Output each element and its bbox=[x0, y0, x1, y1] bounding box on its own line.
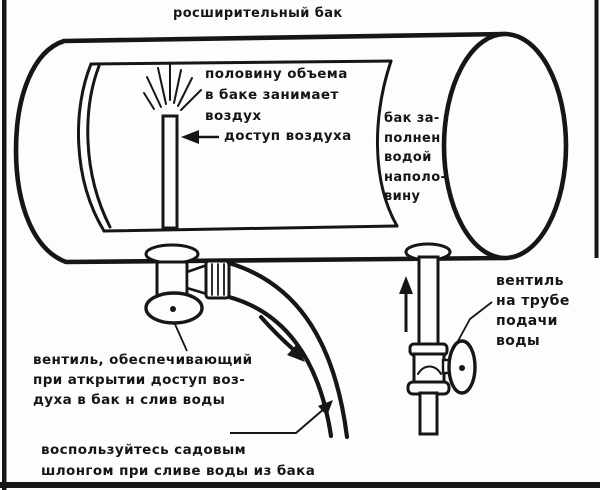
flow-direction-arrow bbox=[259, 315, 305, 362]
title-text: росширительный бак bbox=[173, 6, 343, 21]
tank-cutaway-window bbox=[76, 59, 399, 233]
supply-pipe-upper bbox=[417, 255, 440, 350]
bottom-border-line bbox=[0, 482, 600, 488]
left-border-line bbox=[2, 0, 7, 490]
label-line: половину объема bbox=[205, 66, 348, 82]
drain-valve-label: вентиль, обеспечивающий при аткрытии дос… bbox=[33, 350, 252, 410]
label-line: наполо- bbox=[384, 169, 447, 185]
air-volume-label: половину объема в баке занимает воздух bbox=[205, 64, 348, 127]
supply-valve-detail bbox=[417, 365, 442, 375]
label-line: при аткрытии доступ воз- bbox=[33, 372, 246, 388]
label-line: воздух bbox=[205, 108, 262, 124]
label-line: вентиль, обеспечивающий bbox=[33, 352, 253, 368]
drain-valve-body bbox=[155, 260, 189, 298]
air-access-label: доступ воздуха bbox=[224, 128, 352, 144]
supply-valve-label: вентиль на трубе подачи воды bbox=[496, 271, 570, 351]
label-line: воды bbox=[496, 333, 541, 349]
hose-coupling-ribs bbox=[211, 263, 225, 296]
air-access-arrow bbox=[181, 130, 219, 144]
up-flow-arrow bbox=[399, 276, 413, 332]
supply-valve-leader-line bbox=[451, 301, 493, 353]
label-line: бак за- bbox=[384, 111, 440, 126]
half-filled-label: бак за- полнен водой наполо- вину bbox=[384, 109, 446, 207]
handwheel-center-dot bbox=[459, 365, 465, 371]
label-line: на трубе bbox=[496, 293, 570, 309]
drain-valve-leader-line bbox=[173, 321, 188, 352]
drain-valve-outlet bbox=[185, 263, 209, 296]
label-line: духа в бак н слив воды bbox=[33, 392, 226, 408]
supply-valve-body bbox=[412, 352, 446, 386]
diagram-title: росширительный бак bbox=[173, 6, 343, 21]
expansion-tank bbox=[13, 31, 569, 265]
label-line: шлонгом при сливе воды из бака bbox=[41, 463, 316, 479]
supply-pipe-assembly bbox=[404, 242, 477, 436]
hose-note-leader-line bbox=[230, 400, 333, 434]
label-line: вентиль bbox=[496, 273, 564, 289]
handwheel-center-dot bbox=[170, 306, 176, 312]
label-line: вину bbox=[384, 189, 421, 204]
label-line: полнен bbox=[384, 130, 441, 146]
air-tube-pipe bbox=[161, 114, 179, 230]
tank-shell-outline bbox=[13, 31, 508, 265]
label-line: доступ воздуха bbox=[224, 128, 352, 144]
air-tube bbox=[143, 63, 202, 230]
label-line: водой bbox=[384, 150, 432, 165]
right-border-line bbox=[594, 0, 599, 258]
drain-valve-flange bbox=[144, 243, 200, 265]
label-line: в баке занимает bbox=[205, 87, 339, 103]
label-line: воспользуйтесь садовым bbox=[41, 442, 247, 458]
supply-pipe-lower bbox=[418, 391, 439, 436]
tank-end-cap bbox=[441, 31, 569, 261]
air-spray-lines bbox=[143, 63, 202, 111]
hose-note-label: воспользуйтесь садовым шлонгом при сливе… bbox=[41, 440, 315, 482]
label-line: подачи bbox=[496, 313, 558, 329]
drain-valve bbox=[144, 243, 231, 325]
